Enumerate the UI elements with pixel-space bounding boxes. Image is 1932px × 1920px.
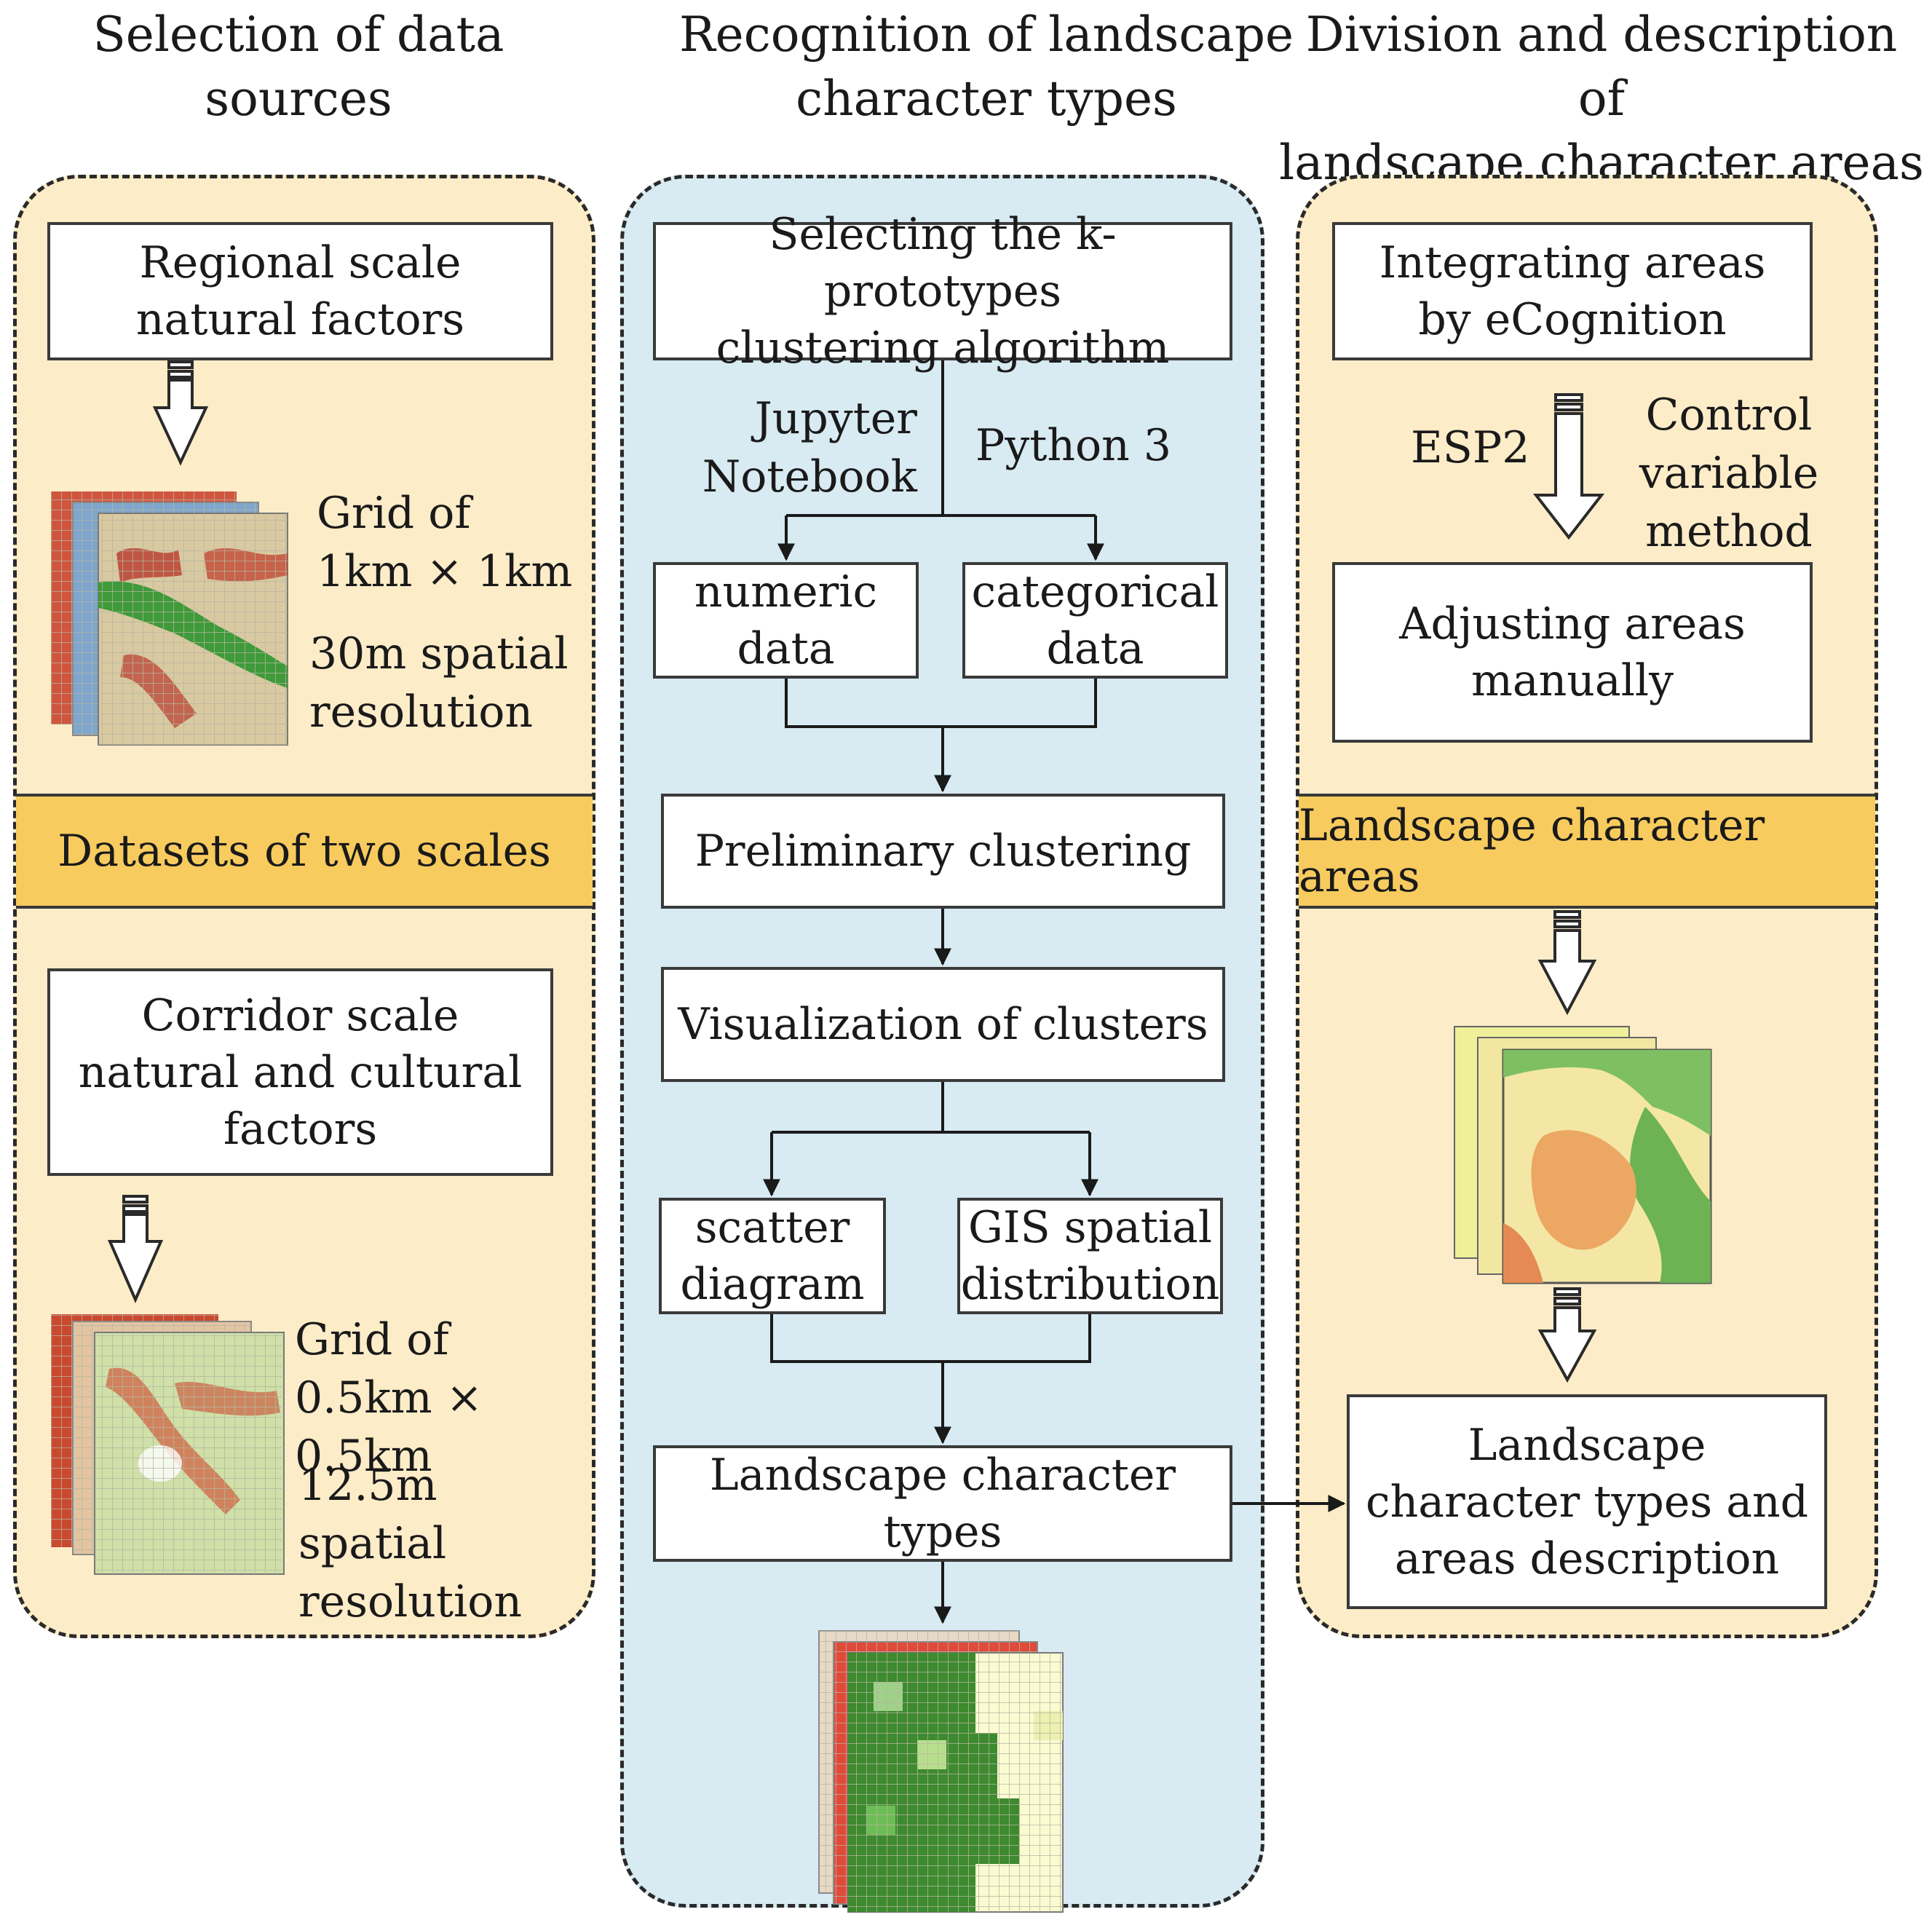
- column-title-data-sources: Selection of data sources: [92, 7, 504, 127]
- description-box: Landscape character types and areas desc…: [1347, 1394, 1827, 1609]
- algorithm-box: Selecting the k-prototypes clustering al…: [653, 209, 1232, 374]
- gis-distribution-box: GIS spatial distribution: [957, 1198, 1223, 1314]
- areas-band: Landscape character areas: [1299, 794, 1875, 909]
- scatter-diagram-box: scatter diagram: [659, 1198, 886, 1314]
- character-types-grid-map: [818, 1630, 1064, 1913]
- visualization-box: Visualization of clusters: [661, 967, 1225, 1082]
- preliminary-clustering-box: Preliminary clustering: [661, 794, 1225, 909]
- corridor-grid-map: [51, 1314, 285, 1575]
- hollow-arrow-regional: [152, 360, 209, 466]
- column-title-character-types: Recognition of landscape character types: [678, 7, 1294, 127]
- hollow-arrows: [107, 360, 1605, 1383]
- hollow-arrow-description: [1537, 1287, 1597, 1383]
- hollow-arrow-esp2: [1532, 393, 1605, 540]
- integrating-areas-box: Integrating areas by eCognition: [1332, 222, 1813, 360]
- esp2-label: ESP2: [1411, 422, 1530, 473]
- landscape-types-box: Landscape character types: [653, 1445, 1232, 1562]
- hollow-arrow-corridor: [107, 1195, 164, 1303]
- categorical-data-box: categorical data: [962, 562, 1228, 679]
- numeric-data-box: numeric data: [653, 562, 919, 679]
- jupyter-label: Jupyter Notebook: [702, 393, 917, 502]
- python-label: Python 3: [975, 420, 1172, 471]
- middle-connectors: [763, 360, 1346, 1624]
- control-variable-label: Control variable method: [1639, 390, 1819, 557]
- res2-label: 12.5m spatial resolution: [298, 1460, 523, 1627]
- adjusting-areas-box: Adjusting areas manually: [1332, 562, 1813, 743]
- corridor-scale-box: Corridor scale natural and cultural fact…: [47, 968, 553, 1176]
- hollow-arrow-areas: [1537, 910, 1597, 1016]
- grid2-label: Grid of 0.5km × 0.5km: [295, 1314, 483, 1482]
- res1-label: 30m spatial resolution: [309, 628, 569, 738]
- regional-grid-map: [51, 491, 288, 746]
- datasets-band: Datasets of two scales: [16, 794, 593, 909]
- regional-scale-box: Regional scale natural factors: [47, 222, 553, 360]
- character-areas-map: [1454, 1026, 1712, 1284]
- grid1-label: Grid of 1km × 1km: [317, 488, 573, 597]
